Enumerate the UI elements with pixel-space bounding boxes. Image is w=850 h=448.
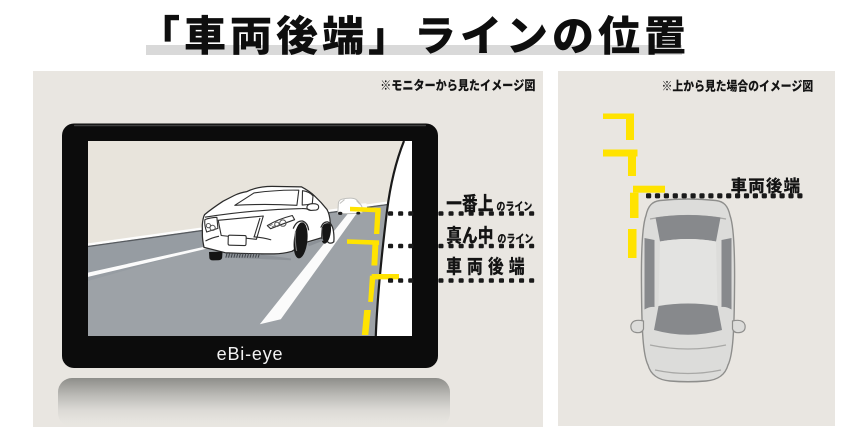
svg-text:eBi-eye: eBi-eye [217,344,284,364]
